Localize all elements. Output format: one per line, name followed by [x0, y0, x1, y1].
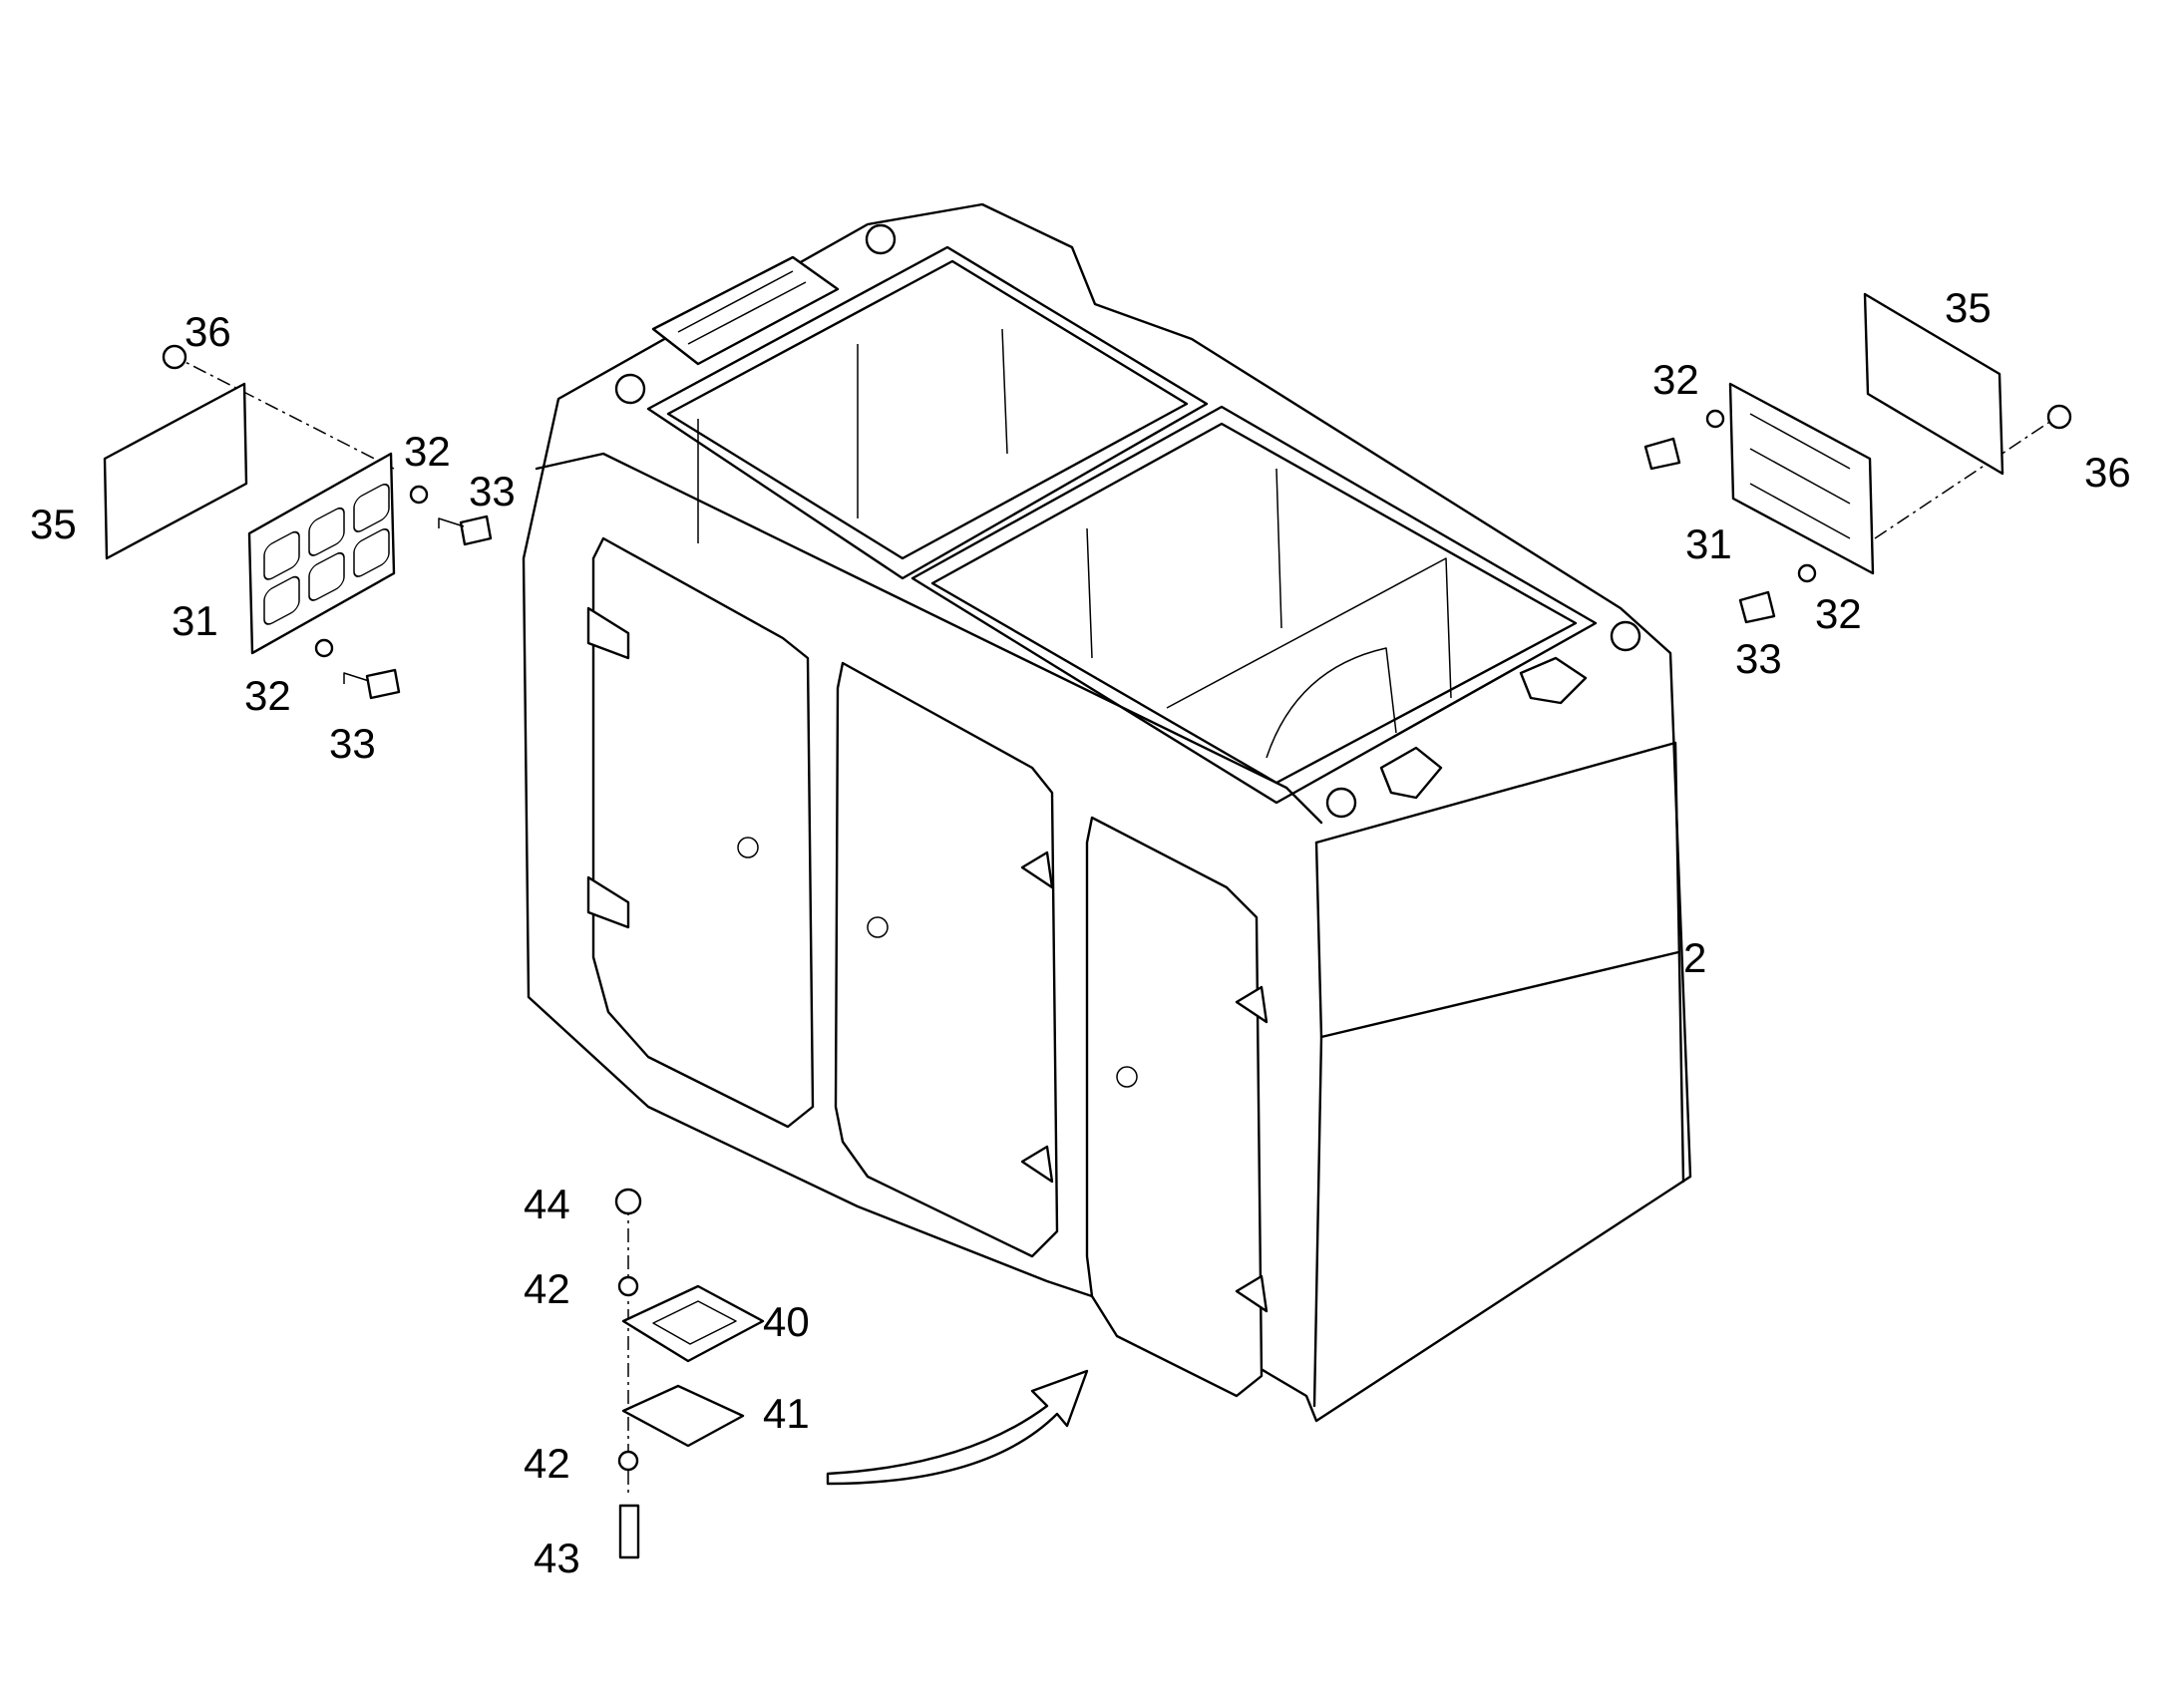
nut-36-icon: [162, 344, 187, 370]
left-exploded-assembly: [103, 344, 493, 700]
callout-33: 33: [469, 468, 516, 514]
callout-43: 43: [534, 1535, 580, 1581]
bolt-43-icon: [618, 1504, 640, 1559]
callout-32: 32: [404, 428, 451, 475]
washer-42-icon: [617, 1450, 639, 1472]
callout-35: 35: [1945, 284, 1992, 331]
callout-36: 36: [2084, 449, 2131, 496]
cabinet-housing: [522, 202, 1692, 1423]
callout-33: 33: [1735, 635, 1782, 682]
washer-32-icon: [1797, 563, 1817, 583]
door-middle: [834, 661, 1059, 1258]
nut-44-icon: [614, 1188, 642, 1215]
plate-40: [621, 1284, 765, 1363]
right-exploded-assembly: [1643, 292, 2072, 624]
washer-32-icon: [409, 485, 429, 505]
callout-42: 42: [524, 1440, 570, 1487]
callout-44: 44: [524, 1181, 570, 1227]
callout-40: 40: [763, 1298, 810, 1345]
lifting-eye-icon: [614, 223, 1641, 819]
bracket-icon: [1519, 656, 1588, 705]
callout-2: 2: [1683, 934, 1706, 981]
callout-32: 32: [1815, 590, 1862, 637]
washer-32-icon: [1705, 409, 1725, 429]
vent-grille-31: [1728, 382, 1875, 575]
callout-32: 32: [1652, 356, 1699, 403]
callout-35: 35: [30, 501, 77, 547]
door-right: [1085, 816, 1269, 1398]
cover-plate-35: [103, 382, 248, 560]
washer-42-icon: [617, 1275, 639, 1297]
bolt-33-icon: [1643, 437, 1681, 471]
door-left: [586, 536, 815, 1129]
callout-31: 31: [1685, 520, 1732, 567]
bottom-exploded-assembly: [614, 1188, 1089, 1559]
bracket-icon: [1379, 746, 1443, 800]
bolt-33-icon: [1738, 590, 1776, 624]
callout-33: 33: [329, 720, 376, 767]
top-opening-rear: [646, 245, 1209, 580]
top-opening-front: [910, 405, 1598, 805]
bolt-33-icon: [365, 668, 401, 700]
callout-32: 32: [244, 672, 291, 719]
nut-36-icon: [2046, 404, 2072, 430]
callout-41: 41: [763, 1390, 810, 1437]
callout-42: 42: [524, 1265, 570, 1312]
bracket-41: [621, 1384, 745, 1448]
cover-plate-35: [1863, 292, 2004, 476]
callout-36: 36: [184, 308, 231, 355]
bolt-33-icon: [459, 514, 493, 546]
vent-grille-31: [247, 452, 396, 655]
callout-31: 31: [172, 597, 218, 644]
callout-labels: 2 36 35 32 33 31 32 33 35 32 36 31 32 33…: [30, 284, 2131, 1581]
washer-32-icon: [314, 638, 334, 658]
